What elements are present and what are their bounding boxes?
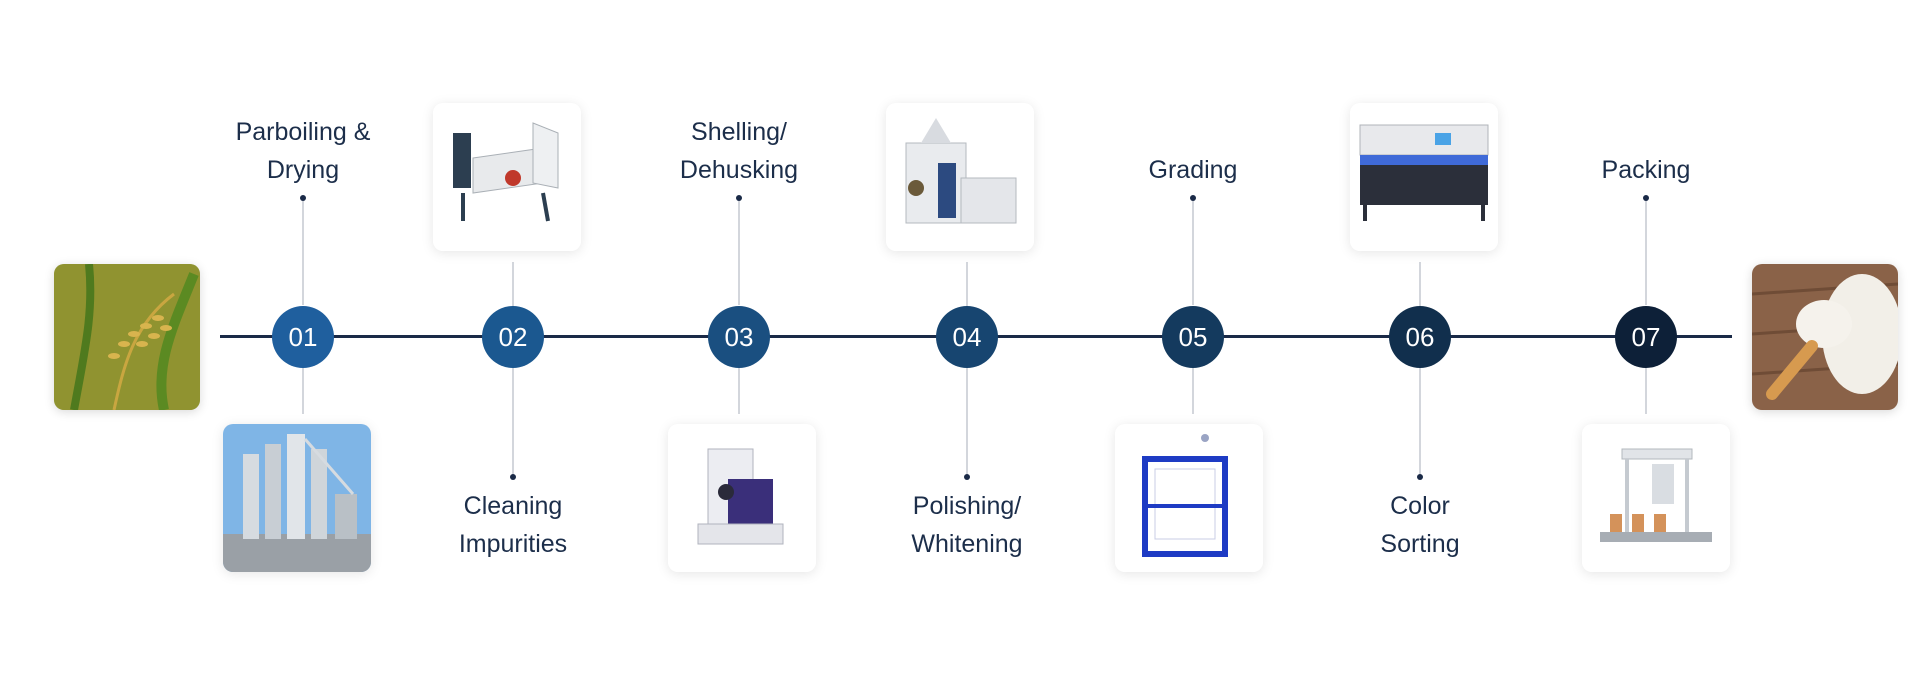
connector-dot xyxy=(964,474,970,480)
step-label-line: Color xyxy=(1390,492,1450,520)
connector-dot xyxy=(1643,195,1649,201)
step-label-line: Dehusking xyxy=(679,156,799,184)
step-label-line: Shelling/ xyxy=(691,118,787,146)
dryer-tower-icon xyxy=(223,424,371,572)
connector-02-bottom xyxy=(512,368,514,476)
step-label-line: Polishing/ xyxy=(912,492,1022,520)
connector-03-bottom xyxy=(738,368,740,414)
step-label-line: Grading xyxy=(1148,156,1238,184)
step-label-05: Grading xyxy=(1083,151,1303,189)
connector-05-bottom xyxy=(1192,368,1194,414)
polisher-machine-icon xyxy=(886,103,1034,251)
step-label-line: Packing xyxy=(1601,156,1691,184)
connector-dot xyxy=(300,195,306,201)
step-node-06: 06 xyxy=(1389,306,1451,368)
step-label-line: Cleaning xyxy=(463,492,563,520)
step-node-07: 07 xyxy=(1615,306,1677,368)
step-label-line: Drying xyxy=(266,156,340,184)
step-label-04: Polishing/ Whitening xyxy=(857,487,1077,563)
connector-06-bottom xyxy=(1419,368,1421,476)
step-label-line: Whitening xyxy=(911,530,1023,558)
connector-04-bottom xyxy=(966,368,968,476)
step-label-07: Packing xyxy=(1536,151,1756,189)
step-node-03: 03 xyxy=(708,306,770,368)
grader-machine-icon xyxy=(1115,424,1263,572)
connector-07-top xyxy=(1645,197,1647,305)
step-label-01: Parboiling & Drying xyxy=(193,113,413,189)
connector-01-bottom xyxy=(302,368,304,414)
rice-plant-photo-icon xyxy=(54,264,200,410)
step-label-line: Sorting xyxy=(1380,530,1460,558)
connector-dot xyxy=(1190,195,1196,201)
connector-dot xyxy=(510,474,516,480)
connector-dot xyxy=(1417,474,1423,480)
connector-07-bottom xyxy=(1645,368,1647,414)
connector-05-top xyxy=(1192,197,1194,305)
connector-04-top xyxy=(966,262,968,306)
step-label-02: Cleaning Impurities xyxy=(403,487,623,563)
step-node-02: 02 xyxy=(482,306,544,368)
step-node-05: 05 xyxy=(1162,306,1224,368)
step-node-04: 04 xyxy=(936,306,998,368)
packing-machine-icon xyxy=(1582,424,1730,572)
connector-03-top xyxy=(738,197,740,305)
step-label-06: Color Sorting xyxy=(1310,487,1530,563)
huller-machine-icon xyxy=(668,424,816,572)
step-label-line: Parboiling & xyxy=(235,118,371,146)
color-sorter-icon xyxy=(1350,103,1498,251)
step-label-03: Shelling/ Dehusking xyxy=(629,113,849,189)
connector-dot xyxy=(736,195,742,201)
connector-06-top xyxy=(1419,262,1421,306)
connector-02-top xyxy=(512,262,514,306)
step-node-01: 01 xyxy=(272,306,334,368)
connector-01-top xyxy=(302,197,304,305)
rice-grains-photo-icon xyxy=(1752,264,1898,410)
step-label-line: Impurities xyxy=(458,530,568,558)
cleaning-machine-icon xyxy=(433,103,581,251)
